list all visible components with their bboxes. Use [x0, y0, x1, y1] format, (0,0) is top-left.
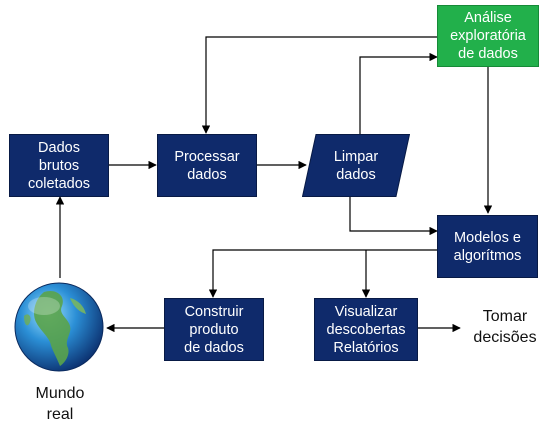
node-analise-line3: de dados — [458, 46, 518, 62]
node-dados-brutos-line2: brutos — [38, 157, 80, 174]
node-visualizar-line1: Visualizar — [334, 303, 398, 320]
node-limpar-line2: dados — [336, 166, 376, 183]
parallelogram-shape — [302, 134, 410, 197]
node-limpar: Limpar dados — [302, 134, 410, 197]
arrow-modelos-to-construir — [208, 249, 437, 298]
label-mundo-line2: real — [46, 406, 74, 423]
node-construir-line2: produto — [189, 321, 239, 338]
node-analise-line1: Análise — [464, 10, 512, 26]
node-modelos-line2: algorítmos — [453, 247, 522, 264]
arrow-limpar-to-modelos — [349, 197, 438, 236]
globe-icon — [14, 282, 104, 372]
node-construir-line1: Construir — [184, 303, 244, 320]
node-visualizar-line2: descobertas — [326, 321, 406, 338]
node-analise-line2: exploratória — [450, 28, 526, 44]
node-processar-line2: dados — [187, 166, 227, 183]
node-dados-brutos-line3: coletados — [27, 175, 91, 192]
label-tomar-line2: decisões — [473, 329, 537, 346]
node-modelos-line1: Modelos e — [454, 229, 521, 246]
arrow-limpar-to-analise — [359, 52, 438, 134]
node-visualizar: Visualizar descobertas Relatórios — [314, 298, 418, 361]
node-limpar-line1: Limpar — [333, 148, 379, 165]
label-tomar-decisoes: Tomar decisões — [462, 306, 548, 348]
node-visualizar-line3: Relatórios — [333, 339, 399, 356]
label-mundo-real: Mundo real — [20, 383, 100, 425]
node-processar: Processar dados — [157, 134, 257, 197]
node-processar-line1: Processar — [174, 148, 240, 165]
node-analise: Análise exploratória de dados — [437, 5, 539, 67]
node-modelos: Modelos e algorítmos — [437, 215, 538, 278]
node-construir: Construir produto de dados — [164, 298, 264, 361]
arrow-analise-to-processar — [201, 36, 437, 134]
node-construir-line3: de dados — [184, 339, 244, 356]
node-dados-brutos-line1: Dados — [38, 139, 80, 156]
label-mundo-line1: Mundo — [35, 385, 85, 402]
label-tomar-line1: Tomar — [482, 308, 528, 325]
node-dados-brutos: Dados brutos coletados — [9, 134, 109, 197]
